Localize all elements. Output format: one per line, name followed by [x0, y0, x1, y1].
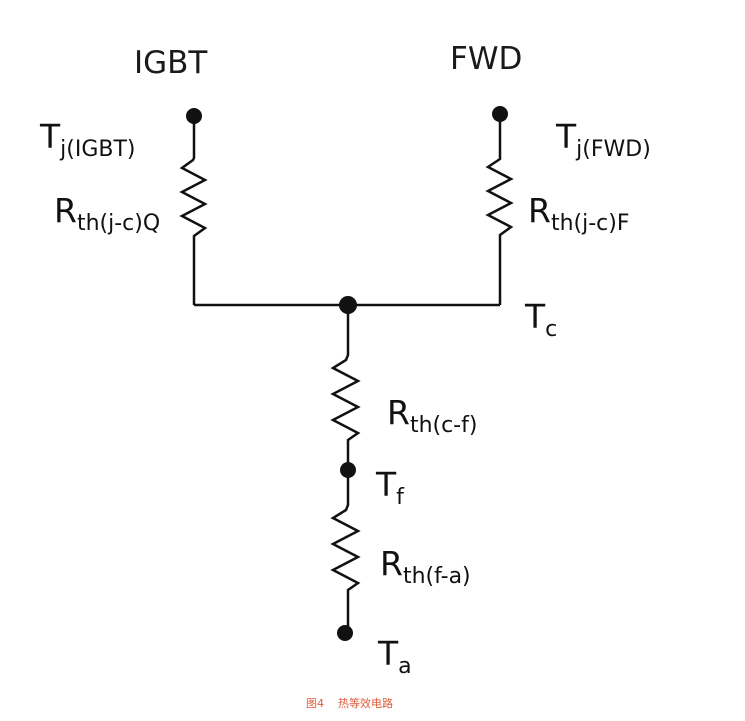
node-label-ta: Ta: [378, 634, 412, 679]
figure-title: 热等效电路: [338, 697, 393, 710]
node-label-tj-igbt: Tj(IGBT): [40, 117, 136, 162]
resistor-label-rth-fa: Rth(f-a): [380, 544, 471, 589]
node-tc-dot: [339, 296, 357, 314]
resistor-label-rth-cf: Rth(c-f): [387, 393, 478, 438]
figure-caption: 图4 热等效电路: [306, 695, 393, 711]
node-label-tc: Tc: [525, 297, 558, 342]
node-tf-dot: [340, 462, 356, 478]
node-ta-dot: [337, 625, 353, 641]
node-tj-igbt-dot: [186, 108, 202, 124]
wire-igbt: [179, 116, 208, 305]
wire-center-upper: [330, 305, 361, 470]
resistor-label-rth-jc-q: Rth(j-c)Q: [54, 191, 161, 236]
node-tj-fwd-dot: [492, 106, 508, 122]
fwd-title: FWD: [450, 41, 523, 77]
node-label-tf: Tf: [376, 465, 404, 510]
wire-fwd: [485, 114, 514, 305]
figure-number: 图4: [306, 697, 324, 710]
resistor-label-rth-jc-f: Rth(j-c)F: [528, 191, 630, 236]
node-label-tj-fwd: Tj(FWD): [556, 117, 651, 162]
igbt-title: IGBT: [134, 45, 208, 81]
wire-center-lower: [330, 470, 361, 633]
